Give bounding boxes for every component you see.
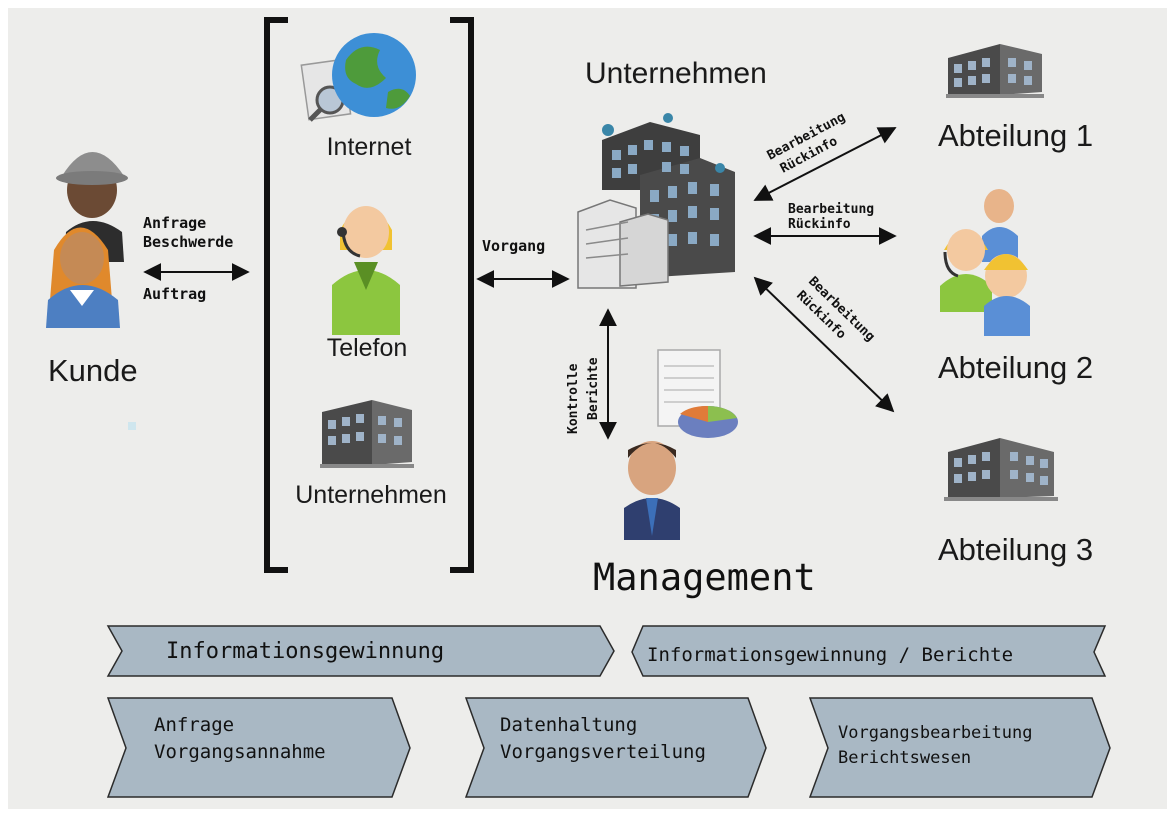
- vorgang-label: Vorgang: [482, 237, 545, 255]
- customer-icon: [46, 152, 128, 328]
- management-label: Management: [593, 556, 816, 599]
- process-step-vorgangsbearbeitung-line2: Berichtswesen: [838, 748, 971, 768]
- management-arrow-label-1: Kontrolle: [566, 363, 581, 434]
- management-arrow-label-2: Berichte: [586, 357, 601, 420]
- process-step-informationsgewinnung-berichte: [631, 625, 1107, 677]
- process-step-datenhaltung-line1: Datenhaltung: [500, 714, 637, 736]
- department-1-arrow: [753, 127, 897, 201]
- decorative-dot: [128, 422, 136, 430]
- department-2-label: Abteilung 2: [938, 350, 1093, 385]
- globe-icon: [300, 33, 416, 122]
- manager-report-icon: [624, 349, 738, 540]
- office-building-icon: [946, 44, 1044, 98]
- process-step-anfrage-line1: Anfrage: [154, 714, 234, 736]
- process-step-datenhaltung-line2: Vorgangsverteilung: [500, 741, 706, 763]
- process-row-1: Informationsgewinnung Informationsgewinn…: [106, 625, 1107, 677]
- customer-label: Kunde: [48, 353, 138, 388]
- process-step-vorgangsbearbeitung-line1: Vorgangsbearbeitung: [838, 723, 1032, 743]
- office-building-icon: [320, 400, 414, 468]
- customer-arrow-label-below: Auftrag: [143, 285, 206, 303]
- channel-unternehmen-label: Unternehmen: [295, 481, 446, 509]
- process-step-anfrage-line2: Vorgangsannahme: [154, 741, 326, 763]
- process-step-anfrage: [106, 697, 411, 798]
- channel-internet-label: Internet: [327, 133, 412, 161]
- channel-telefon-label: Telefon: [327, 334, 408, 362]
- process-step-informationsgewinnung: [106, 625, 615, 677]
- customer-arrow-label-1: Anfrage: [143, 214, 206, 232]
- department-1-label: Abteilung 1: [938, 118, 1093, 153]
- server-building-icon: [577, 113, 735, 289]
- process-step-datenhaltung: [464, 697, 767, 798]
- department-2-arrow-label-2: Rückinfo: [788, 217, 851, 232]
- company-label: Unternehmen: [585, 57, 767, 90]
- department-3-arrow: [753, 276, 895, 413]
- call-agent-icon: [332, 206, 400, 335]
- process-row-2: Anfrage Vorgangsannahme Datenhaltung Vor…: [106, 697, 1111, 798]
- process-step-informationsgewinnung-label: Informationsgewinnung: [166, 639, 444, 664]
- department-2-arrow-label-1: Bearbeitung: [788, 202, 874, 217]
- office-building-icon: [944, 438, 1058, 501]
- department-3-label: Abteilung 3: [938, 532, 1093, 567]
- channel-bracket-right: [450, 17, 474, 573]
- team-icon: [940, 189, 1030, 336]
- process-step-informationsgewinnung-berichte-label: Informationsgewinnung / Berichte: [647, 644, 1013, 666]
- process-step-vorgangsbearbeitung: [808, 697, 1111, 798]
- customer-arrow-label-2: Beschwerde: [143, 233, 233, 251]
- channel-bracket-left: [264, 17, 288, 573]
